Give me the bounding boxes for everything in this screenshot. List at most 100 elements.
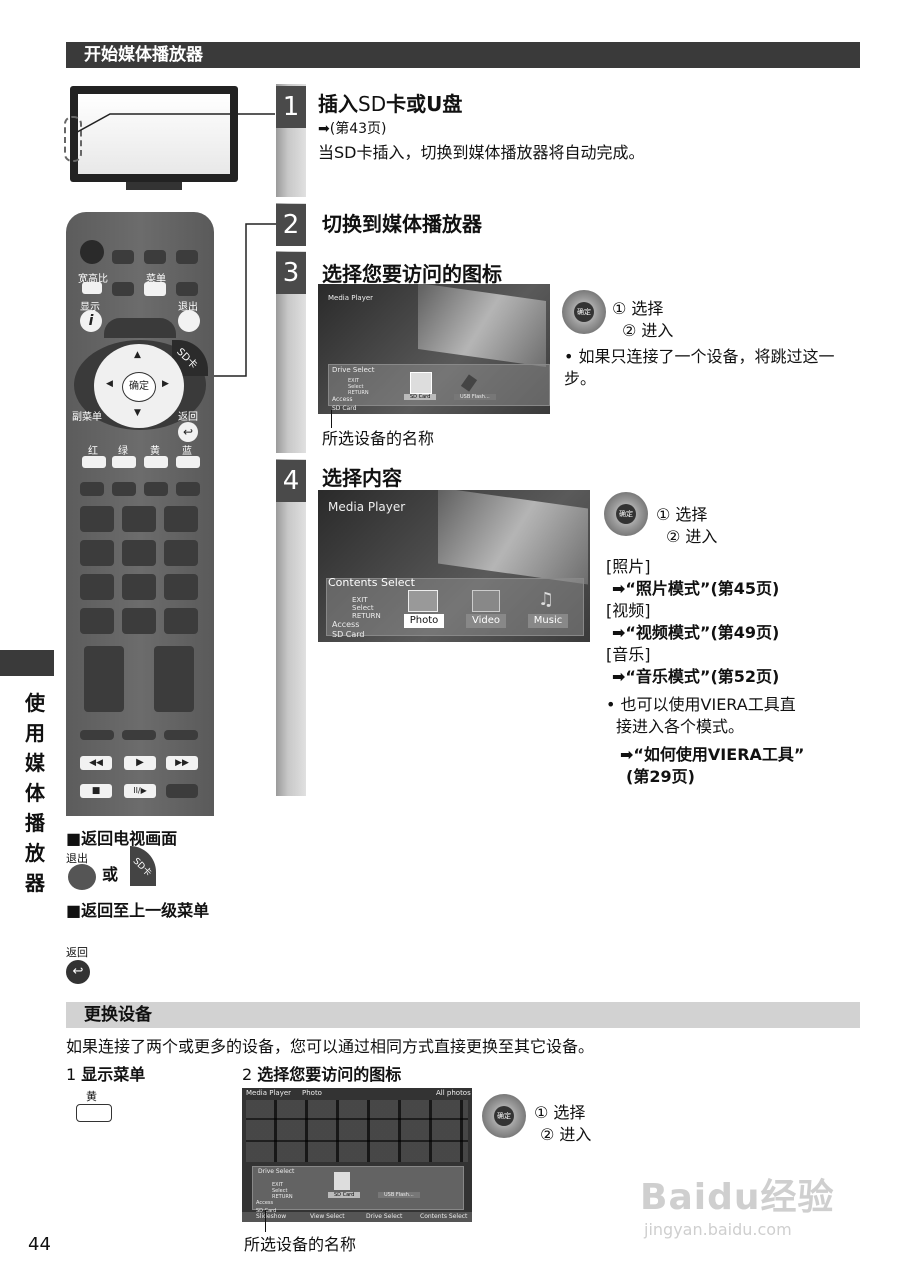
side-tab-label: 使用媒体播放器 [25,691,45,895]
step-4-note-ref-2: (第29页) [626,767,695,786]
number-key[interactable] [122,506,156,532]
yellow-key-label: 黄 [86,1090,97,1103]
mode-photo-ref: ➡“照片模式”(第45页) [612,579,780,598]
watermark-url: jingyan.baidu.com [644,1220,792,1239]
number-key[interactable] [164,608,198,634]
arrow-left-icon: ◀ [106,379,113,389]
rewind-button[interactable]: ◀◀ [80,756,112,770]
sd-card-icon [334,1172,350,1190]
step-3-caption-pointer [331,410,332,428]
green-button[interactable] [112,456,136,468]
step-2-number: 2 [276,204,306,246]
mode-video-ref: ➡“视频模式”(第49页) [612,623,780,642]
return-button-icon: ↩ [66,960,90,984]
fast-forward-button[interactable]: ▶▶ [166,756,198,770]
ok-button[interactable]: 确定 [122,372,156,402]
channel-rocker[interactable] [154,646,194,712]
tv-illustration [64,86,238,190]
step-1-number: 1 [276,86,306,128]
change-nav-enter: ② 进入 [540,1125,592,1144]
yellow-button[interactable] [144,456,168,468]
photo-icon [408,590,438,612]
red-button[interactable] [82,456,106,468]
side-tab-marker [0,650,54,676]
change-nav-select: ① 选择 [534,1103,586,1122]
mode-music-ref: ➡“音乐模式”(第52页) [612,667,780,686]
screen-bottom-bar [242,1212,472,1222]
sd-button-icon: SD卡 [130,846,156,886]
sd-card-icon [410,372,432,394]
sd-slot-pointer-line [70,113,275,137]
section-title: 开始媒体播放器 [84,45,203,65]
menu-button[interactable] [144,282,166,296]
change-step-1: 1 显示菜单 [66,1065,146,1084]
step-4-nav-pad: 确定 [604,492,648,536]
aspect-label: 宽高比 [78,274,108,285]
change-device-description: 如果连接了两个或更多的设备，您可以通过相同方式直接更换至其它设备。 [66,1037,595,1056]
step-3-screen-drive-select: Media Player Drive Select EXIT Select RE… [318,284,550,414]
blue-label: 蓝 [182,446,192,457]
blue-button[interactable] [176,456,200,468]
mode-music-label: [音乐] [606,645,651,664]
yellow-key-icon [76,1104,112,1122]
volume-rocker[interactable] [84,646,124,712]
number-key[interactable] [122,608,156,634]
return-menu-label: 返回 [66,946,88,959]
number-key[interactable] [80,608,114,634]
step-4-nav-select: ① 选择 [656,505,708,524]
change-step-2: 2 选择您要访问的图标 [242,1065,402,1084]
exit-button[interactable] [178,310,200,332]
menu-label: 菜单 [146,274,166,285]
video-icon [472,590,500,612]
mode-photo-label: [照片] [606,557,651,576]
step-4-note-ref-1: ➡“如何使用VIERA工具” [620,745,805,764]
section-header-change-device: 更换设备 [66,1002,860,1028]
exit-button-icon [68,864,96,890]
arrow-right-icon: ▶ [162,379,169,389]
photo-thumbnail-grid [246,1100,468,1162]
arrow-up-icon: ▲ [134,350,141,360]
number-key[interactable] [122,540,156,566]
dpad-icon: 确定 [562,290,606,334]
number-key[interactable] [122,574,156,600]
number-key[interactable] [80,540,114,566]
step-4-note-1: • 也可以使用VIERA工具直 [606,695,796,714]
steps-column [276,84,306,796]
return-tv-exit-label: 退出 [66,852,88,865]
change-nav-pad: 确定 [482,1094,526,1138]
dpad-icon: 确定 [604,492,648,536]
step-2-title: 切换到媒体播放器 [322,212,482,236]
green-label: 绿 [118,446,128,457]
play-button[interactable]: ▶ [124,756,156,770]
pause-button[interactable]: II/▶ [124,784,156,798]
aspect-button[interactable] [82,282,102,294]
return-label: 返回 [178,412,198,423]
number-key[interactable] [80,506,114,532]
step-3-number: 3 [276,252,306,294]
step-3-nav-select: ① 选择 [612,299,664,318]
stop-button[interactable]: ■ [80,784,112,798]
step-4-number: 4 [276,460,306,502]
submenu-label: 副菜单 [72,412,102,423]
step-1-description: 当SD卡插入，切换到媒体播放器将自动完成。 [318,143,645,162]
info-button[interactable]: i [80,310,102,332]
tab-video: Video [466,614,506,628]
change-caption-pointer [265,1210,266,1232]
step-3-caption: 所选设备的名称 [322,429,435,448]
number-key[interactable] [164,574,198,600]
step-3-nav-enter: ② 进入 [622,321,674,340]
tab-photo: Photo [404,614,444,628]
number-key[interactable] [80,574,114,600]
mode-video-label: [视频] [606,601,651,620]
change-step-2-caption: 所选设备的名称 [244,1235,357,1254]
arrow-down-icon: ▼ [134,408,141,418]
return-button[interactable]: ↩ [178,422,198,442]
step-4-note-2: 接进入各个模式。 [616,717,745,736]
number-key[interactable] [164,540,198,566]
page-number: 44 [28,1234,51,1255]
number-key[interactable] [164,506,198,532]
step-1-title: 插入SD卡或U盘 [318,92,463,116]
tab-music: Music [528,614,568,628]
step-3-note: • 如果只连接了一个设备，将跳过这一步。 [564,347,835,388]
change-screen-photo-drive-select: Media Player Photo All photos Drive Sele… [242,1088,472,1222]
